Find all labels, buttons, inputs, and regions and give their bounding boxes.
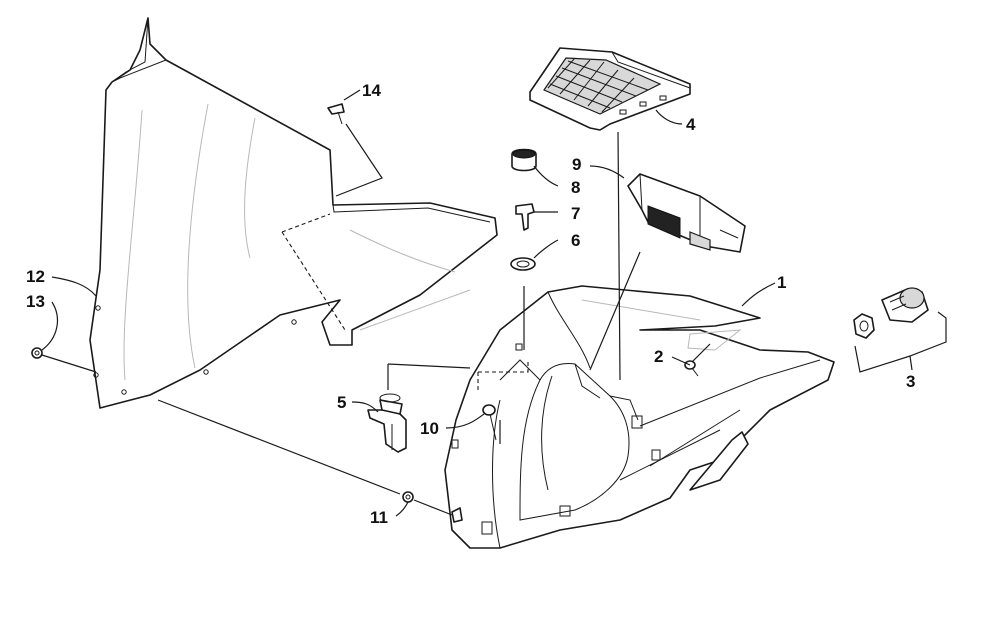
callout-7: 7 [571, 204, 580, 223]
callout-14: 14 [362, 81, 381, 100]
accessory-socket [853, 287, 929, 339]
callout-10: 10 [420, 419, 439, 438]
callout-3: 3 [906, 372, 915, 391]
screw-10 [482, 404, 497, 441]
storage-net-tray [529, 47, 691, 131]
nut-11 [402, 491, 414, 503]
callout-9: 9 [572, 155, 581, 174]
key-cap [511, 148, 537, 172]
electronic-module [627, 173, 746, 253]
assembly-lines [41, 123, 711, 516]
callout-leaders [41, 89, 947, 517]
callout-1: 1 [777, 273, 786, 292]
callout-8: 8 [571, 178, 580, 197]
callout-12: 12 [26, 267, 45, 286]
callout-5: 5 [337, 393, 346, 412]
hood-shell [444, 285, 835, 549]
key-nut [510, 257, 536, 271]
screw-14 [327, 103, 345, 125]
callout-4: 4 [686, 115, 696, 134]
fastener-11-mount [451, 507, 463, 523]
callout-6: 6 [571, 231, 580, 250]
callout-labels: 1 2 3 4 5 6 7 8 9 10 11 12 13 14 [26, 81, 915, 527]
callout-13: 13 [26, 292, 45, 311]
callout-2: 2 [654, 347, 663, 366]
windshield [89, 17, 498, 409]
callout-11: 11 [370, 508, 388, 527]
ignition-key [515, 203, 535, 231]
switch [367, 393, 407, 453]
nut-13 [31, 347, 43, 359]
